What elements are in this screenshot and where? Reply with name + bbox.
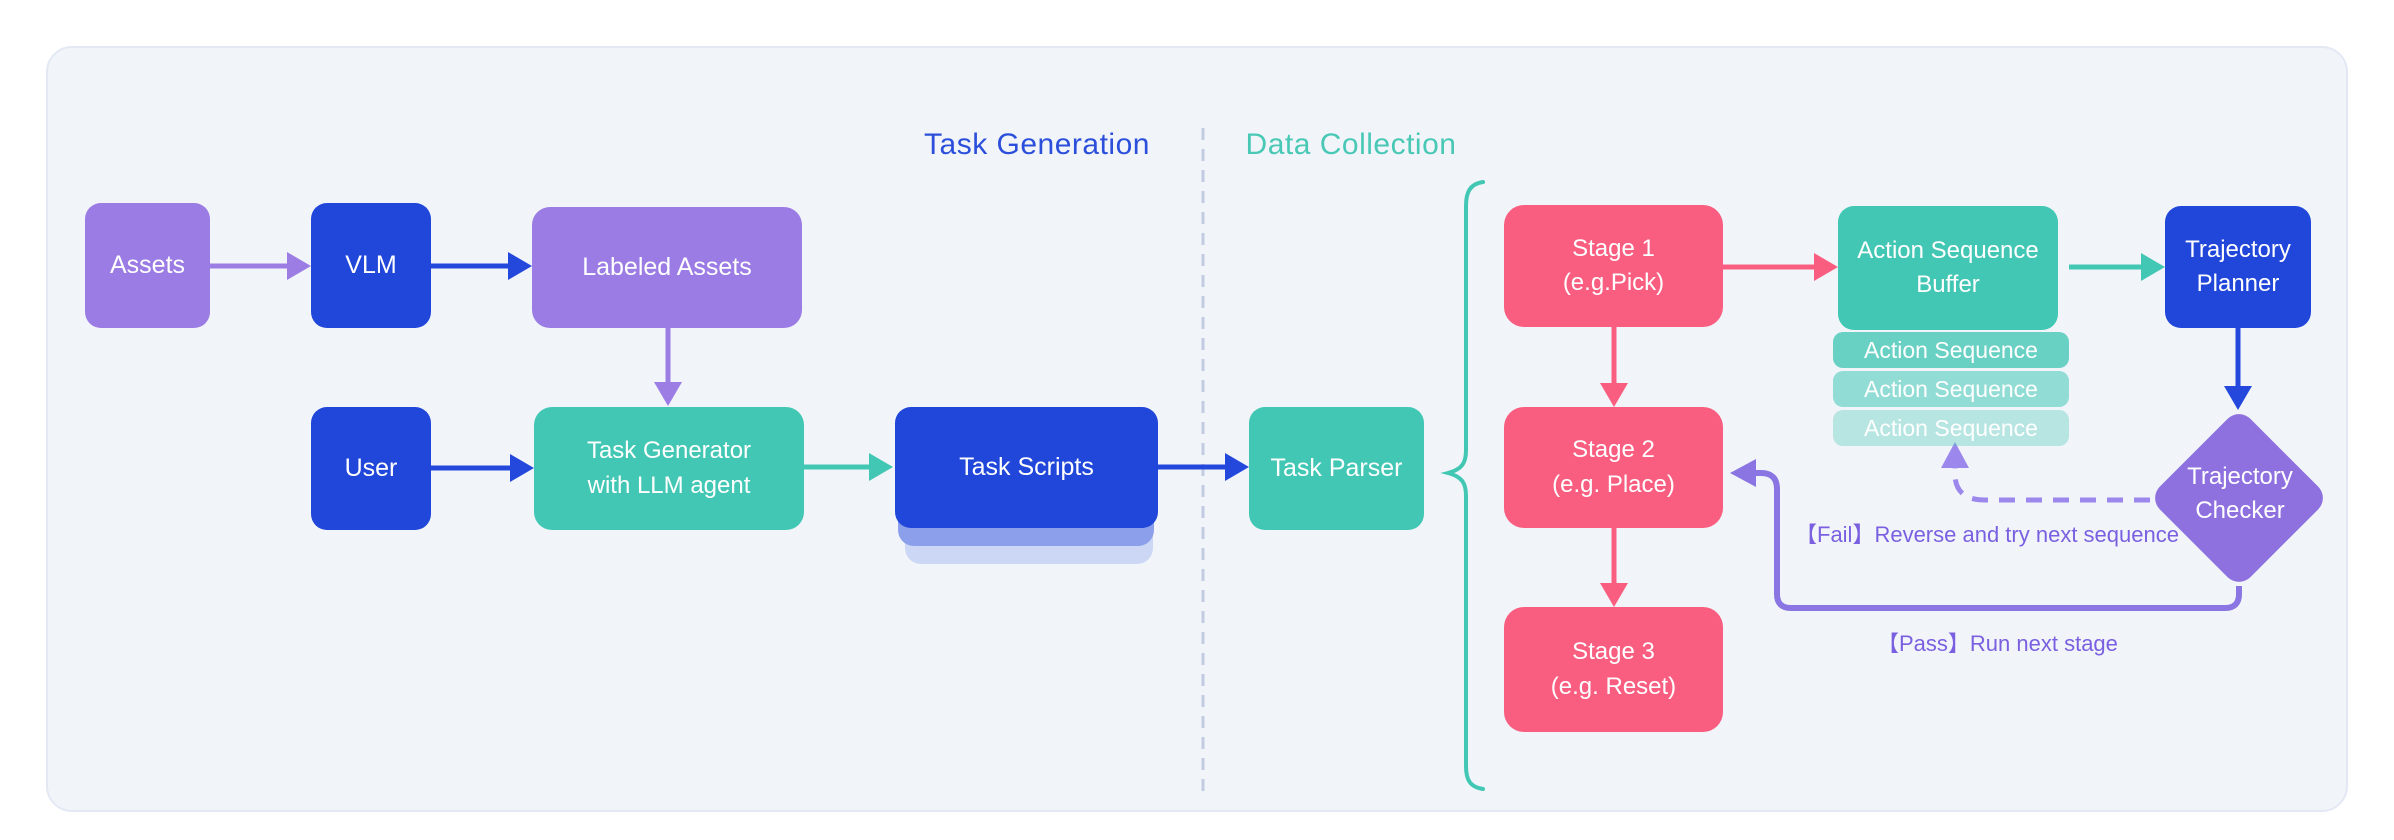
section-title-task-generation: Task Generation bbox=[924, 128, 1150, 161]
node-trajectory-checker-label: Trajectory Checker bbox=[2187, 463, 2293, 525]
node-task-scripts: Task Scripts bbox=[895, 407, 1158, 528]
node-stage3: Stage 3 (e.g. Reset) bbox=[1504, 607, 1723, 732]
buffer-row-action-sequence-3: Action Sequence bbox=[1833, 410, 2069, 446]
node-vlm: VLM bbox=[311, 203, 431, 328]
edge-label-pass: 【Pass】Run next stage bbox=[1877, 631, 2118, 656]
node-stage2: Stage 2 (e.g. Place) bbox=[1504, 407, 1723, 528]
node-task-parser: Task Parser bbox=[1249, 407, 1424, 530]
buffer-row-action-sequence-2: Action Sequence bbox=[1833, 371, 2069, 407]
node-assets: Assets bbox=[85, 203, 210, 328]
section-title-data-collection: Data Collection bbox=[1245, 128, 1457, 161]
node-trajectory-planner: Trajectory Planner bbox=[2165, 206, 2311, 328]
node-user: User bbox=[311, 407, 431, 530]
node-action-sequence-buffer: Action Sequence Buffer bbox=[1838, 206, 2058, 330]
node-labeled-assets: Labeled Assets bbox=[532, 207, 802, 328]
node-stage1: Stage 1 (e.g.Pick) bbox=[1504, 205, 1723, 327]
edge-label-fail: 【Fail】Reverse and try next sequence bbox=[1795, 522, 2179, 547]
node-task-generator: Task Generator with LLM agent bbox=[534, 407, 804, 530]
buffer-row-action-sequence-1: Action Sequence bbox=[1833, 332, 2069, 368]
